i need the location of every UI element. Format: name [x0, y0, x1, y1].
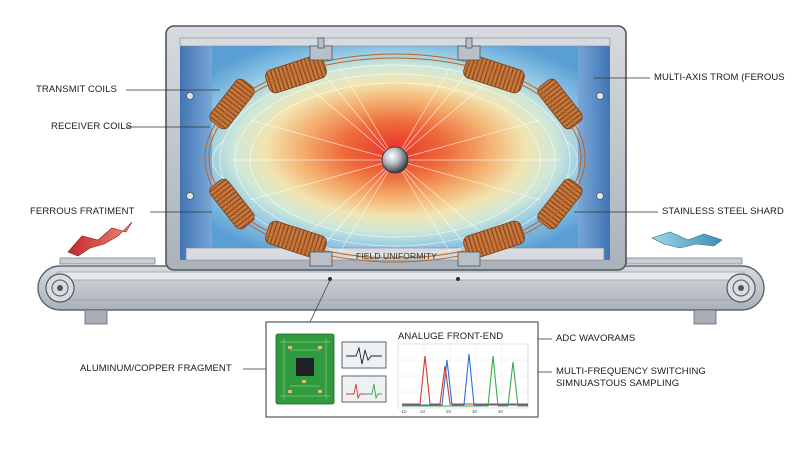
- label-ferrous-fragment: FERROUS FRATIMENT: [30, 206, 135, 217]
- roller-left-icon: [45, 273, 75, 303]
- ferrous-fragment-icon: [67, 221, 133, 257]
- electronics-panel: -10 10 20 30 40: [265, 321, 539, 418]
- svg-text:-10: -10: [400, 409, 407, 414]
- oscilloscope-screen-icon: [341, 341, 387, 369]
- roller-right-icon: [726, 273, 756, 303]
- label-analog-front-end: ANALUGE FRONT-END: [398, 331, 504, 342]
- label-adc-waveforms: ADC WAVORAMS: [556, 333, 636, 344]
- label-multi-frequency-line1: MULTI-FREQUENCY SWITCHING: [556, 366, 706, 377]
- svg-text:40: 40: [498, 409, 504, 414]
- label-transmit-coils: TRANSMIT COILS: [36, 84, 117, 95]
- connector-dot: [456, 277, 460, 281]
- label-aluminum-copper: ALUMINUM/COPPER FRAGMENT: [80, 363, 232, 374]
- label-multi-axis: MULTI-AXIS TROM (FEROUS: [654, 72, 785, 83]
- adc-waveform-chart: -10 10 20 30 40: [397, 343, 529, 414]
- svg-text:20: 20: [446, 409, 452, 414]
- conveyor-belt: [37, 257, 765, 325]
- svg-text:10: 10: [420, 409, 426, 414]
- svg-text:30: 30: [472, 409, 478, 414]
- stainless-shard-icon: [651, 231, 723, 249]
- connector-dot: [328, 277, 332, 281]
- pcb-board-icon: [275, 333, 335, 405]
- label-stainless-shard: STAINLESS STEEL SHARD: [662, 206, 784, 217]
- screw-icon: [186, 92, 604, 200]
- multi-trace-screen-icon: [341, 375, 387, 403]
- metal-sphere-icon: [381, 146, 409, 174]
- receiver-coil-wires: [204, 53, 586, 263]
- label-field-uniformity: FIELD UNIFORMITY: [356, 251, 437, 261]
- coil-bracket: [309, 37, 481, 267]
- field-lines: [212, 64, 578, 256]
- label-receiver-coils: RECEIVER COILS: [51, 121, 133, 132]
- label-multi-frequency-line2: SIMNUASTOUS SAMPLING: [556, 378, 680, 389]
